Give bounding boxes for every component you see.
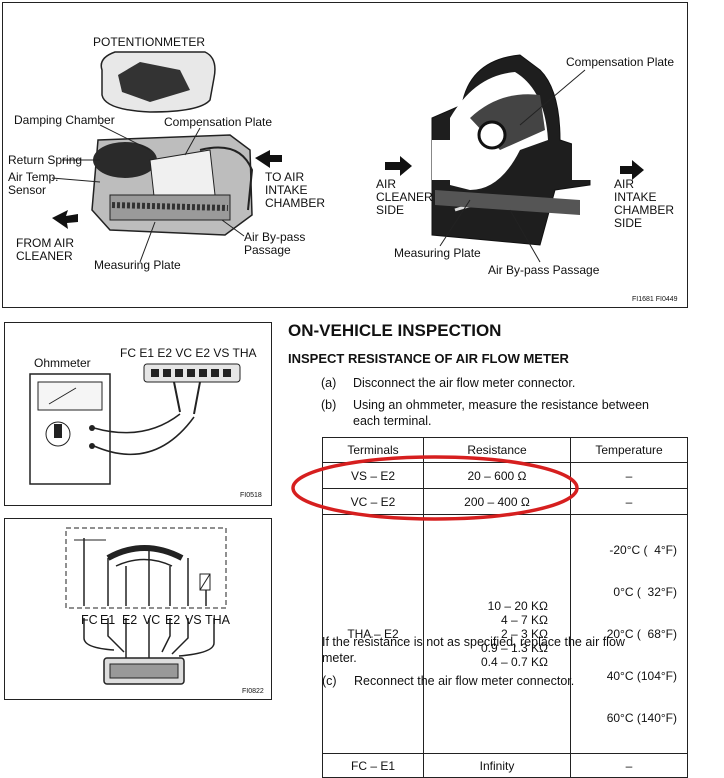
section-subtitle: INSPECT RESISTANCE OF AIR FLOW METER — [288, 351, 569, 366]
row-resistance: Infinity — [423, 753, 571, 778]
resistance-value: 0.9 – 1.3 KΩ — [480, 641, 548, 655]
pin-vc: VC — [142, 613, 161, 627]
row-temperature: – — [570, 753, 688, 778]
temperature-value: 20°C ( 68°F) — [606, 627, 677, 641]
step-b-key: (b) — [321, 398, 337, 412]
ohmmeter-diagram-panel — [4, 322, 272, 506]
pin-e1: E1 — [99, 613, 116, 627]
step-a-key: (a) — [321, 376, 337, 390]
table-row: FC – E1 Infinity – — [322, 753, 688, 778]
red-highlight-ellipse — [291, 455, 579, 521]
pin-e2: E2 — [121, 613, 138, 627]
step-b: (b) Using an ohmmeter, measure the resis… — [321, 397, 711, 429]
pin-vs: VS — [184, 613, 202, 627]
air-flow-meter-diagram-panel — [2, 2, 688, 308]
measuring-plate-label-left: Measuring Plate — [94, 258, 181, 272]
compensation-plate-label-right: Compensation Plate — [566, 55, 675, 69]
pin-fc: FC — [80, 613, 98, 627]
figure-code-circuit: FI0822 — [242, 688, 264, 695]
row-temperature: – — [570, 462, 688, 489]
resistance-value: 4 – 7 KΩ — [501, 613, 548, 627]
temperature-value: -20°C ( 4°F) — [609, 543, 677, 557]
row-resistance: 20 – 600 Ω — [423, 462, 571, 489]
temperature-value: 0°C ( 32°F) — [613, 585, 677, 599]
measuring-plate-label-right: Measuring Plate — [394, 246, 481, 260]
pin-e2-second: E2 — [164, 613, 181, 627]
step-c: (c) Reconnect the air flow meter connect… — [322, 673, 702, 689]
potentiometer-label: POTENTIONMETER — [93, 35, 206, 49]
replace-note: If the resistance is not as specified, r… — [322, 635, 625, 665]
resistance-value: 10 – 20 KΩ — [487, 599, 548, 613]
ohmmeter-label: Ohmmeter — [34, 356, 91, 370]
to-air-intake-label: TO AIR INTAKE CHAMBER — [265, 170, 326, 210]
return-spring-label: Return Spring — [8, 153, 83, 167]
temperature-value: 60°C (140°F) — [606, 711, 677, 725]
circuit-illustration — [65, 527, 227, 685]
compensation-plate-label: Compensation Plate — [164, 115, 273, 129]
air-cleaner-side-label: AIR CLEANER SIDE — [376, 177, 433, 217]
air-flow-meter-cutaway-illustration — [51, 51, 644, 263]
ohmmeter-illustration — [29, 363, 241, 485]
step-a-text: Disconnect the air flow meter connector. — [353, 376, 576, 390]
air-bypass-label-right: Air By-pass Passage — [488, 263, 600, 277]
figure-code-ohm: FI0518 — [240, 492, 262, 499]
table-row: VC – E2 200 – 400 Ω – — [322, 488, 688, 515]
step-c-key: (c) — [322, 674, 337, 688]
resistance-value: 0.4 – 0.7 KΩ — [480, 655, 548, 669]
step-a: (a) Disconnect the air flow meter connec… — [321, 375, 701, 391]
temperature-value: 40°C (104°F) — [606, 669, 677, 683]
resistance-value: 2 – 3 KΩ — [501, 627, 548, 641]
from-air-cleaner-label: FROM AIR CLEANER — [16, 236, 75, 263]
section-title: ON-VEHICLE INSPECTION — [288, 321, 502, 340]
step-b-text: Using an ohmmeter, measure the resistanc… — [353, 398, 649, 428]
damping-chamber-label: Damping Chamber — [14, 113, 115, 127]
pin-tha: THA — [204, 613, 230, 627]
air-temp-sensor-label: Air Temp. Sensor — [8, 170, 59, 197]
row-terminals: FC – E1 — [322, 753, 424, 778]
step-c-text: Reconnect the air flow meter connector. — [354, 674, 575, 688]
circuit-diagram-panel — [4, 518, 272, 700]
figure-code-top: FI1681 FI0449 — [632, 296, 678, 303]
air-bypass-label-left: Air By-pass Passage — [244, 230, 306, 257]
air-intake-side-label: AIR INTAKE CHAMBER SIDE — [614, 177, 675, 230]
ohm-connector-pins-label: FC E1 E2 VC E2 VS THA — [120, 346, 257, 360]
